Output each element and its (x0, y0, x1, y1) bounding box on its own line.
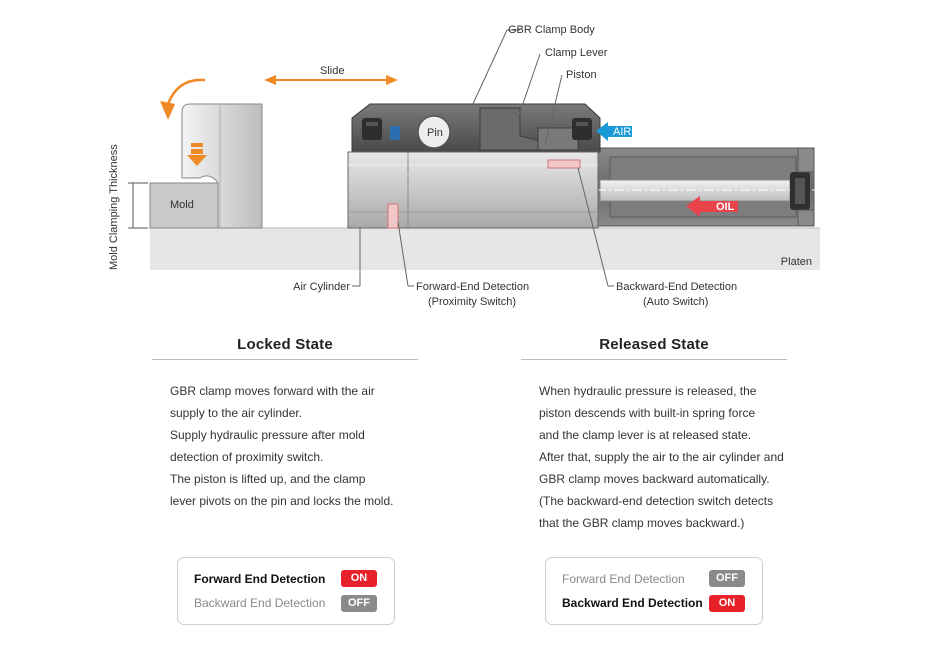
platen (150, 228, 820, 270)
locked-line: The piston is lifted up, and the clamp (170, 472, 366, 486)
locked-state-title: Locked State (237, 336, 333, 353)
oil-label: OIL (716, 201, 735, 213)
locked-line: detection of proximity switch. (170, 450, 324, 464)
released-backward-status: Backward End Detection (562, 596, 703, 610)
proximity-switch-label: (Proximity Switch) (428, 296, 516, 308)
proximity-switch (387, 203, 399, 229)
clamp-lever-label: Clamp Lever (545, 47, 608, 59)
locked-backward-status: Backward End Detection (194, 596, 325, 610)
released-line: piston descends with built-in spring for… (539, 406, 756, 420)
backward-end-detection-label: Backward-End Detection (616, 281, 737, 293)
slide-arrow-icon (264, 75, 398, 85)
gbr-clamp-body-label: GBR Clamp Body (508, 24, 595, 36)
slide-label: Slide (320, 65, 344, 77)
locked-forward-status: Forward End Detection (194, 572, 325, 586)
released-status-panel: Forward End Detection OFF Backward End D… (545, 557, 763, 625)
rotation-arrow-icon (160, 78, 206, 120)
status-label: Forward End Detection (562, 572, 685, 586)
mold (149, 182, 219, 229)
locked-state-description: GBR clamp moves forward with the air sup… (170, 380, 393, 512)
platen-label: Platen (781, 256, 812, 268)
down-arrow-icon (187, 143, 207, 166)
status-on-badge: ON (709, 595, 745, 612)
pin (417, 115, 451, 149)
released-line: After that, supply the air to the air cy… (539, 450, 784, 464)
released-state-description: When hydraulic pressure is released, the… (539, 380, 784, 534)
mold-label: Mold (170, 199, 194, 211)
released-state-divider (521, 359, 787, 360)
status-label: Forward End Detection (194, 572, 326, 586)
forward-end-detection-label: Forward-End Detection (416, 281, 529, 293)
status-off-badge: OFF (341, 595, 377, 612)
gbr-clamp-diagram: Platen Mold Clamping Thickness Mold Slid… (108, 24, 822, 308)
released-forward-status: Forward End Detection (562, 572, 685, 586)
locked-line: supply to the air cylinder. (170, 406, 303, 420)
locked-line: GBR clamp moves forward with the air (170, 384, 375, 398)
air-label: AIR (613, 126, 631, 138)
mold-clamping-thickness-label: Mold Clamping Thickness (108, 144, 120, 270)
released-line: When hydraulic pressure is released, the (539, 384, 757, 398)
bolt-right-icon (572, 118, 592, 140)
auto-switch-label: (Auto Switch) (643, 296, 708, 308)
pin-label: Pin (427, 127, 443, 139)
locked-status-panel: Forward End Detection ON Backward End De… (177, 557, 395, 625)
air-cylinder-label: Air Cylinder (293, 281, 350, 293)
released-line: GBR clamp moves backward automatically. (539, 472, 770, 486)
locked-line: Supply hydraulic pressure after mold (170, 428, 365, 442)
auto-switch (547, 159, 581, 169)
released-state-title: Released State (599, 336, 709, 353)
clamp-jaw (181, 103, 263, 229)
released-line: and the clamp lever is at released state… (539, 428, 752, 442)
piston-label: Piston (566, 69, 597, 81)
status-label: Backward End Detection (562, 596, 703, 610)
air-arrow-icon (596, 122, 632, 141)
bolt-left-icon (362, 118, 382, 140)
locked-line: lever pivots on the pin and locks the mo… (170, 494, 394, 508)
status-label: Backward End Detection (194, 596, 326, 610)
released-line: that the GBR clamp moves backward.) (539, 516, 745, 530)
released-line: (The backward-end detection switch detec… (539, 494, 774, 508)
status-on-badge: ON (341, 570, 377, 587)
locked-state-divider (152, 359, 418, 360)
status-off-badge: OFF (709, 570, 745, 587)
oil-arrow-icon (686, 196, 738, 217)
